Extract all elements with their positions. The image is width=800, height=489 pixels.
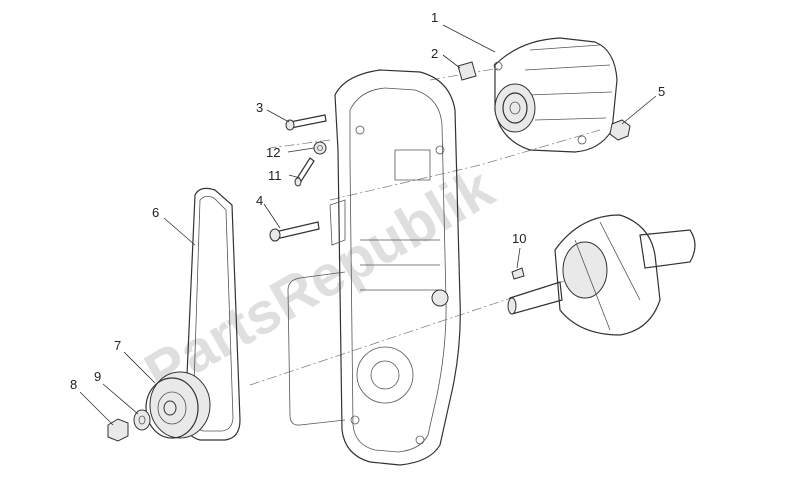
- callout-10: 10: [512, 231, 526, 246]
- leader-lines: [79, 24, 657, 426]
- bolt-lower: [269, 221, 320, 242]
- callout-6: 6: [152, 205, 159, 220]
- callout-7: 7: [114, 338, 121, 353]
- pulley-nut: [107, 418, 129, 442]
- washer-small: [313, 141, 327, 155]
- watermark: PartsRepublik: [134, 155, 505, 407]
- callout-2: 2: [431, 46, 438, 61]
- callout-1: 1: [431, 10, 438, 25]
- woodruff-key: [511, 267, 525, 280]
- callout-8: 8: [70, 377, 77, 392]
- pulley-washer: [133, 409, 151, 431]
- bolt-upper: [285, 114, 327, 131]
- callout-11: 11: [268, 168, 282, 183]
- spacer-bush: [457, 61, 477, 81]
- callout-4: 4: [256, 193, 263, 208]
- callout-12: 12: [266, 145, 280, 160]
- callout-5: 5: [658, 84, 665, 99]
- crankshaft: [507, 214, 696, 336]
- callout-3: 3: [256, 100, 263, 115]
- callout-9: 9: [94, 369, 101, 384]
- crank-pulley: [145, 371, 211, 439]
- timing-cover: [287, 69, 461, 466]
- screw-small: [294, 157, 315, 187]
- callout-labels: 1 2 3 4 5 6 7 8 9 10 11 12: [70, 10, 665, 392]
- alternator: [493, 37, 618, 153]
- alternator-nut: [609, 119, 631, 141]
